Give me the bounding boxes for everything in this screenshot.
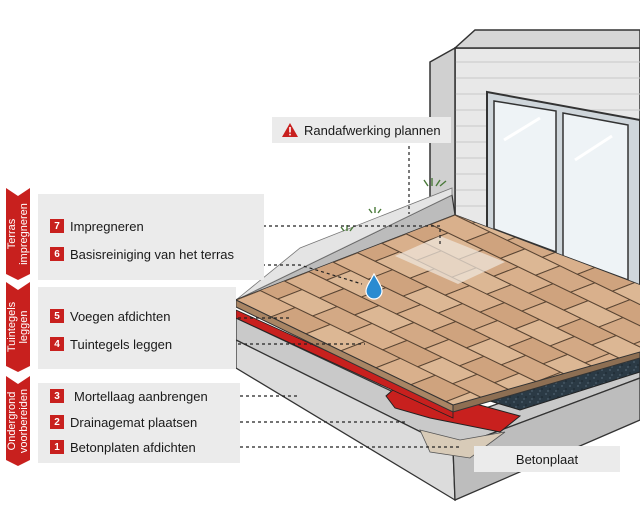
paving-tile xyxy=(444,391,507,405)
step-7-impregneren: 7 Impregneren xyxy=(50,216,144,236)
grass-tuft-icon xyxy=(340,178,447,232)
step-number: 2 xyxy=(50,415,64,429)
group-label-line: voorbereiden xyxy=(18,388,30,454)
paving-tile xyxy=(310,215,373,227)
panel-terras-impregneren xyxy=(38,194,264,280)
step-number: 7 xyxy=(50,219,64,233)
step-label: Betonplaten afdichten xyxy=(70,439,196,455)
group-label-line: Tuintegels xyxy=(6,301,18,353)
panel-ondergrond-voorbereiden xyxy=(38,383,240,463)
paving-tile xyxy=(604,299,640,327)
step-label: Drainagemat plaatsen xyxy=(70,414,198,430)
cleaned-area xyxy=(395,236,505,284)
group-label-line: Terras xyxy=(6,218,18,250)
step-number: 5 xyxy=(50,309,64,323)
step-1-betonplaten: 1 Betonplaten afdichten xyxy=(50,437,196,457)
step-label: Tuintegels leggen xyxy=(70,336,173,352)
callout-label: Randafwerking plannen xyxy=(304,122,441,138)
step-number: 6 xyxy=(50,247,64,261)
paving-tile xyxy=(621,477,640,503)
step-number: 1 xyxy=(50,440,64,454)
step-5-voegen-afdichten: 5 Voegen afdichten xyxy=(50,306,170,326)
step-3-mortellaag: 3 Mortellaag aanbrengen xyxy=(50,386,208,406)
group-tab-terras-impregneren: Terras impregneren xyxy=(0,188,36,280)
group-tab-ondergrond-voorbereiden: Ondergrond voorbereiden xyxy=(0,376,36,466)
step-4-tuintegels-leggen: 4 Tuintegels leggen xyxy=(50,334,172,354)
step-label: Mortellaag aanbrengen xyxy=(74,388,208,404)
callout-label: Betonplaat xyxy=(515,451,579,467)
callout-randafwerking: Randafwerking plannen xyxy=(272,117,451,143)
group-label-line: leggen xyxy=(18,310,30,344)
group-label-line: impregneren xyxy=(18,203,30,265)
step-2-drainagemat: 2 Drainagemat plaatsen xyxy=(50,412,197,432)
water-drop-icon xyxy=(365,272,383,300)
group-label-line: Ondergrond xyxy=(6,391,18,451)
callout-betonplaat: Betonplaat xyxy=(474,446,620,472)
step-number: 3 xyxy=(50,389,64,403)
warning-triangle-icon xyxy=(282,123,298,137)
step-6-basisreiniging: 6 Basisreiniging van het terras xyxy=(50,244,234,264)
concrete-exposed xyxy=(419,429,506,459)
step-label: Voegen afdichten xyxy=(70,308,171,324)
panel-tuintegels-leggen xyxy=(38,287,236,369)
paving-tile xyxy=(635,441,640,467)
paving-tile xyxy=(597,317,640,345)
paving-tile xyxy=(614,495,640,521)
back-grass xyxy=(235,187,453,301)
paving-tile xyxy=(628,459,640,485)
paving-tile xyxy=(361,181,420,207)
step-label: Basisreiniging van het terras xyxy=(70,246,235,262)
paving-tile xyxy=(611,281,640,309)
step-label: Impregneren xyxy=(70,218,144,234)
paving-tile xyxy=(579,478,638,504)
step-number: 4 xyxy=(50,337,64,351)
paving-tile xyxy=(262,218,324,246)
group-tab-tuintegels-leggen: Tuintegels leggen xyxy=(0,282,36,372)
